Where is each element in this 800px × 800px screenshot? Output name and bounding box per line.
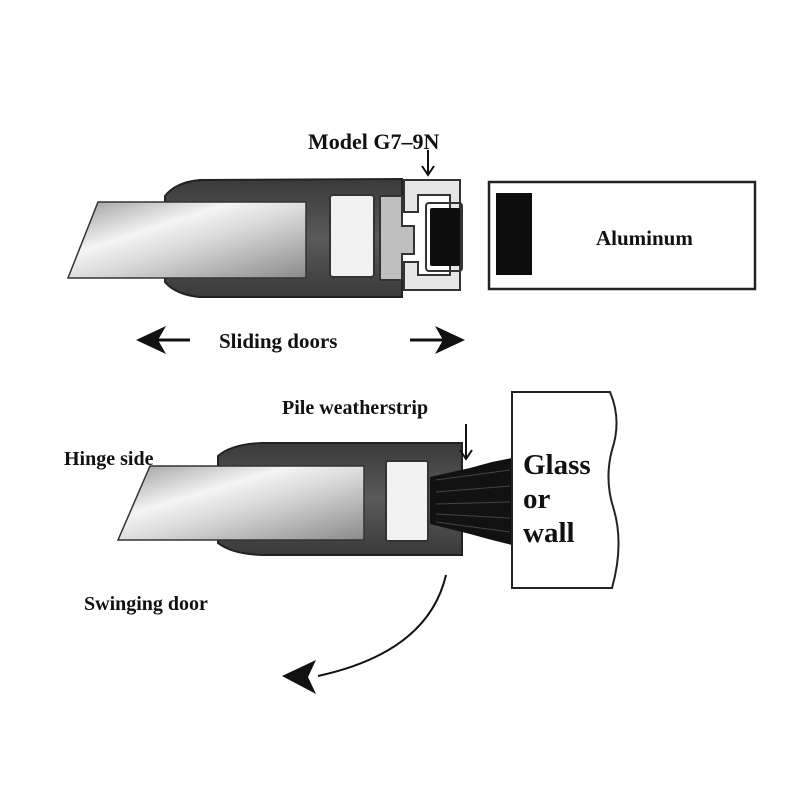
sliding-door-glass	[66, 201, 307, 279]
glass-or-wall-panel	[511, 391, 620, 589]
hinge-side-label: Hinge side	[64, 448, 154, 470]
sliding-door-assembly	[66, 177, 463, 298]
sliding-door-pocket	[329, 194, 375, 278]
sliding-doors-label: Sliding doors	[219, 329, 338, 353]
pile-pointer-arrow	[459, 424, 473, 461]
aluminum-label: Aluminum	[596, 226, 693, 250]
swinging-door-assembly	[116, 442, 512, 556]
aluminum-seal-strip	[496, 193, 532, 275]
model-label: Model G7–9N	[308, 129, 440, 154]
sliding-direction-right-arrow	[410, 326, 465, 354]
swinging-door-label: Swinging door	[84, 593, 208, 615]
swing-arc-arrow	[282, 574, 447, 694]
swinging-door-glass	[116, 465, 365, 541]
pile-weatherstrip-brush	[430, 458, 512, 545]
pile-weatherstrip-label: Pile weatherstrip	[282, 397, 429, 419]
magnetic-seal-housing	[425, 202, 463, 272]
swinging-door-pocket	[385, 460, 429, 542]
magnetic-seal	[430, 208, 460, 266]
sliding-direction-left-arrow	[136, 326, 190, 354]
glass-or-wall-line-2: or	[523, 483, 551, 516]
aluminum-strike-profile	[487, 180, 757, 291]
model-pointer-arrow	[421, 150, 435, 177]
glass-or-wall-line-3: wall	[523, 517, 575, 550]
glass-or-wall-line-1: Glass	[523, 449, 591, 481]
h-channel-connector	[379, 195, 415, 281]
glass-or-wall-label: Glass or wall	[523, 448, 611, 551]
g7-9n-profile	[403, 179, 461, 291]
